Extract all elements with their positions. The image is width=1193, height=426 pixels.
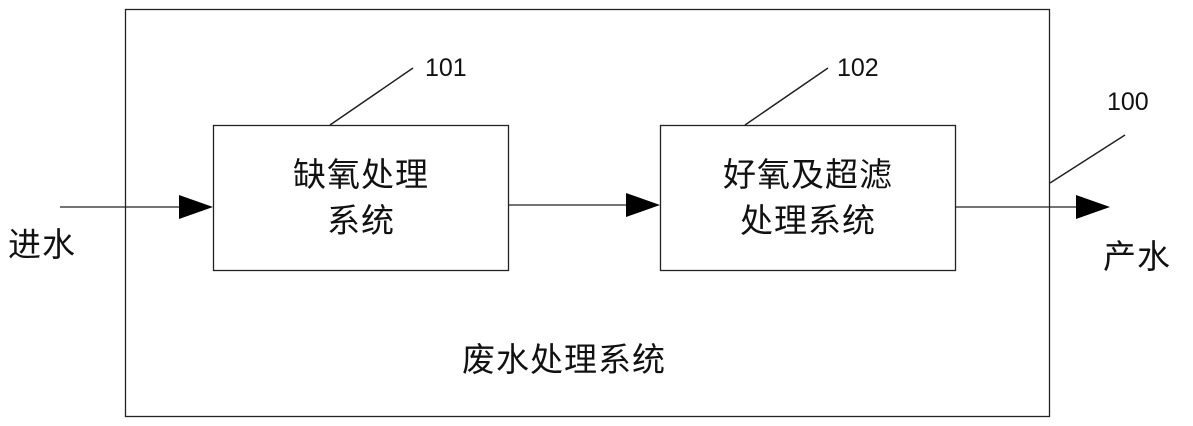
aerobic-uf-unit-box <box>659 124 957 272</box>
anoxic-unit-box <box>212 124 510 272</box>
aerobic-uf-unit-line2: 处理系统 <box>740 201 876 240</box>
ref-102-label: 102 <box>837 54 879 82</box>
anoxic-unit-line2: 系统 <box>327 201 395 240</box>
outlet-label: 产水 <box>1103 237 1171 276</box>
transfer-arrow <box>626 193 660 217</box>
ref-100-label: 100 <box>1107 88 1149 116</box>
anoxic-unit-line1: 缺氧处理 <box>293 155 429 194</box>
inlet-label: 进水 <box>8 225 76 264</box>
system-label: 废水处理系统 <box>462 340 666 379</box>
aerobic-uf-unit-line1: 好氧及超滤 <box>723 155 893 194</box>
ref-102-leader <box>744 67 829 126</box>
outlet-arrow <box>1076 195 1110 219</box>
inlet-arrow <box>179 195 213 219</box>
anoxic-unit-text: 缺氧处理 系统 <box>214 126 508 270</box>
system-boundary <box>124 8 1051 418</box>
ref-101-leader <box>329 67 414 126</box>
ref-101-label: 101 <box>425 54 467 82</box>
aerobic-uf-unit-text: 好氧及超滤 处理系统 <box>661 126 955 270</box>
ref-100-leader <box>1049 134 1126 184</box>
